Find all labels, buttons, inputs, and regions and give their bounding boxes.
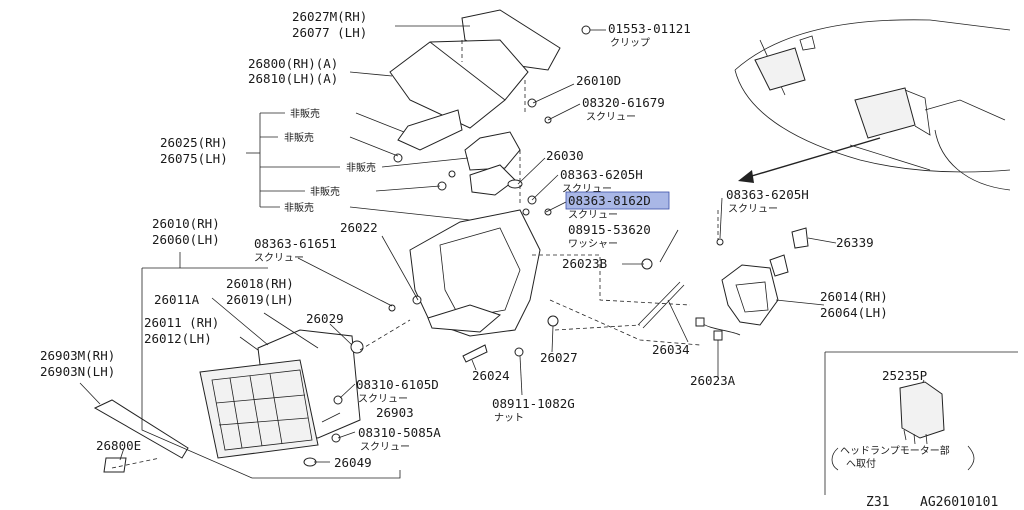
headlamp-motor-assembly — [637, 227, 809, 341]
label-26018rh[interactable]: 26018(RH) — [226, 276, 294, 291]
label-26030[interactable]: 26030 — [546, 148, 584, 163]
label-26903m[interactable]: 26903M(RH) — [40, 348, 115, 363]
label-26034[interactable]: 26034 — [652, 342, 690, 357]
label-26011a[interactable]: 26011A — [154, 292, 200, 307]
leader-lines — [79, 25, 925, 463]
label-not-for-sale-2: 非販売 — [284, 131, 314, 144]
label-screw-1: スクリュー — [586, 111, 636, 123]
label-washer: ワッシャー — [568, 239, 618, 250]
label-26049[interactable]: 26049 — [334, 455, 372, 470]
label-26075lh[interactable]: 26075(LH) — [160, 151, 228, 166]
label-26339[interactable]: 26339 — [836, 235, 874, 250]
label-26903[interactable]: 26903 — [376, 405, 414, 420]
label-screw-6: スクリュー — [358, 393, 408, 405]
label-screw-3: スクリュー — [568, 209, 618, 221]
label-26027m[interactable]: 26027M(RH) — [292, 9, 367, 24]
label-26025rh[interactable]: 26025(RH) — [160, 135, 228, 150]
label-not-for-sale-4: 非販売 — [310, 185, 340, 198]
label-26903n[interactable]: 26903N(LH) — [40, 364, 115, 379]
label-not-for-sale-3: 非販売 — [346, 161, 376, 174]
label-01553-01121[interactable]: 01553-01121 — [608, 21, 691, 36]
label-26810lh[interactable]: 26810(LH)(A) — [248, 71, 338, 86]
diagram-code: AG26010101 — [920, 495, 998, 510]
note-attached-to: へ取付 — [846, 457, 876, 470]
label-08363-6205h-b[interactable]: 08363-6205H — [726, 187, 809, 202]
label-26800rh[interactable]: 26800(RH)(A) — [248, 56, 338, 71]
group-brackets — [141, 112, 1018, 495]
model-code: Z31 — [866, 495, 889, 510]
label-26800e[interactable]: 26800E — [96, 438, 141, 453]
label-26012lh[interactable]: 26012(LH) — [144, 331, 212, 346]
label-08911-1082g[interactable]: 08911-1082G — [492, 396, 575, 411]
label-26019lh[interactable]: 26019(LH) — [226, 292, 294, 307]
label-08915-53620[interactable]: 08915-53620 — [568, 222, 651, 237]
headlamp-housing-bracket — [388, 195, 559, 363]
assembly-guide-lines — [111, 40, 719, 469]
headlamp-assembly — [93, 329, 364, 473]
label-screw-4: スクリュー — [728, 203, 778, 215]
label-26011rh[interactable]: 26011 (RH) — [144, 315, 219, 330]
label-26027[interactable]: 26027 — [540, 350, 578, 365]
relay-inset — [831, 381, 975, 471]
label-08320-61679[interactable]: 08320-61679 — [582, 95, 665, 110]
note-headlamp-motor: ヘッドランプモーター部 — [840, 444, 950, 457]
label-08363-8162d[interactable]: 08363-8162D — [568, 193, 651, 208]
headlamp-lid-parts — [389, 9, 591, 196]
label-26010rh[interactable]: 26010(RH) — [152, 216, 220, 231]
label-26022[interactable]: 26022 — [340, 220, 378, 235]
label-26029[interactable]: 26029 — [306, 311, 344, 326]
label-26077[interactable]: 26077 (LH) — [292, 25, 367, 40]
label-26060lh[interactable]: 26060(LH) — [152, 232, 220, 247]
label-08310-6105d[interactable]: 08310-6105D — [356, 377, 439, 392]
selected-part-highlight — [565, 191, 670, 210]
label-not-for-sale-1: 非販売 — [290, 107, 320, 120]
car-front-illustration — [734, 19, 1011, 191]
label-screw-2: スクリュー — [562, 183, 612, 195]
label-26014rh[interactable]: 26014(RH) — [820, 289, 888, 304]
label-26023a[interactable]: 26023A — [690, 373, 736, 388]
label-26023b[interactable]: 26023B — [562, 256, 607, 271]
label-screw-5: スクリュー — [254, 252, 304, 264]
label-nut: ナット — [494, 412, 524, 424]
label-clip: クリップ — [610, 37, 650, 49]
label-26064lh[interactable]: 26064(LH) — [820, 305, 888, 320]
label-26010d[interactable]: 26010D — [576, 73, 621, 88]
label-08363-6205h-a[interactable]: 08363-6205H — [560, 167, 643, 182]
part-labels: 26027M(RH) 26077 (LH) 01553-01121 クリップ 2… — [40, 9, 998, 510]
label-screw-7: スクリュー — [360, 441, 410, 453]
label-25235p[interactable]: 25235P — [882, 368, 927, 383]
label-08363-61651[interactable]: 08363-61651 — [254, 236, 337, 251]
label-26024[interactable]: 26024 — [472, 368, 510, 383]
label-08310-5085a[interactable]: 08310-5085A — [358, 425, 441, 440]
label-not-for-sale-5: 非販売 — [284, 201, 314, 214]
